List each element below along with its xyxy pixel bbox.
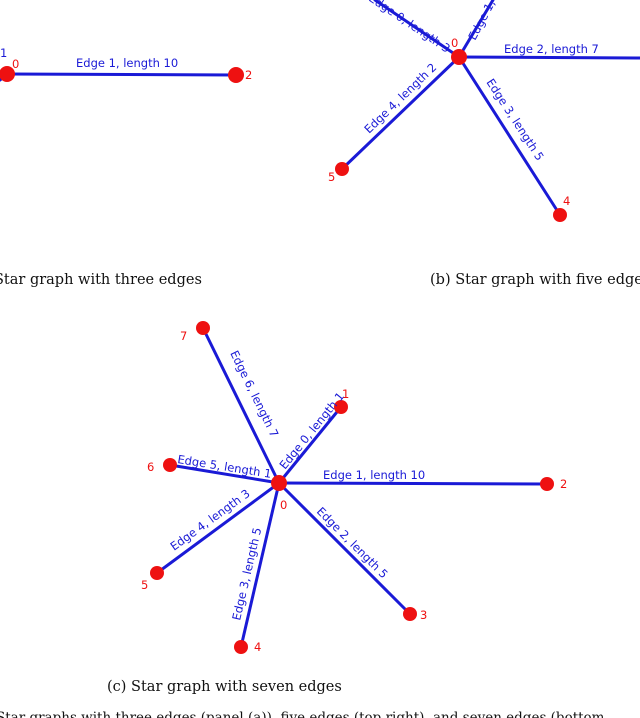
panel-c-edge-4-label: Edge 4, length 3 — [168, 486, 253, 553]
panel-b-edge-0 — [373, 0, 461, 59]
panel-c-edge-2 — [277, 481, 412, 616]
panel-b-edge-0-label: Edge 0, length 3 — [366, 0, 452, 56]
footer-text: Star graphs with three edges (panel (a))… — [0, 710, 605, 718]
panel-c-node-4-label: 4 — [254, 640, 261, 654]
panel-c-node-1-label: 1 — [342, 387, 349, 401]
panel-b-center-label: 0 — [451, 36, 458, 50]
panel-c-node-4 — [234, 640, 248, 654]
panel-c-edge-5 — [168, 463, 281, 485]
panel-c-node-6 — [163, 458, 177, 472]
panel-c-node-2-label: 2 — [560, 477, 567, 491]
panel-c-node-5 — [150, 566, 164, 580]
panel-b-edge-2-label: Edge 2, length 7 — [504, 42, 599, 56]
panel-c-edge-5-label: Edge 5, length 1 — [177, 452, 273, 481]
panel-c-node-3 — [403, 607, 417, 621]
panel-c-edge-0-label: Edge 0, length 1 — [276, 389, 347, 472]
panel-b-edge-3-label: Edge 3, length 5 — [483, 76, 546, 163]
panel-b-center-node — [451, 49, 467, 65]
panel-b-node-5 — [335, 162, 349, 176]
panel-b-caption: (b) Star graph with five edges — [430, 272, 640, 288]
panel-c-edge-3 — [239, 481, 281, 649]
panel-c-caption: (c) Star graph with seven edges — [107, 679, 342, 695]
panel-a-node-2 — [228, 67, 244, 83]
panel-c-edge-1 — [277, 481, 549, 486]
panel-b-edge-4-label: Edge 4, length 2 — [361, 60, 439, 136]
panel-c-edge-6 — [201, 326, 281, 485]
panel-a-center-label: 0 — [12, 57, 19, 71]
panel-c-node-1 — [334, 400, 348, 414]
panel-c-node-7 — [196, 321, 210, 335]
panel-c-node-7-label: 7 — [180, 329, 187, 343]
panel-a-edge-1-label: Edge 1, length 10 — [76, 56, 178, 70]
panel-b-edge-1 — [457, 0, 495, 59]
panel-b-edge-2 — [457, 55, 640, 60]
panel-a-caption: Star graph with three edges — [0, 272, 202, 288]
panel-b-edge-3 — [457, 55, 562, 217]
panel-b-node-5-label: 5 — [328, 170, 335, 184]
panel-a: 1 0 Edge 1, length 10 2 Star graph with … — [0, 46, 252, 288]
panel-c-edge-4 — [155, 481, 281, 575]
panel-c-center-node — [271, 475, 287, 491]
panel-c-node-6-label: 6 — [147, 460, 154, 474]
panel-a-node-2-label: 2 — [245, 68, 252, 82]
panel-b: Edge 0, length 3 Edge 1, l 0 Edge 2, len… — [328, 0, 640, 288]
panel-b-node-4-label: 4 — [563, 194, 570, 208]
panel-c-node-3-label: 3 — [420, 608, 427, 622]
panel-c-edge-0 — [277, 405, 343, 485]
panel-a-cut-edge-text: 1 — [0, 46, 7, 60]
panel-a-center-node — [0, 66, 15, 82]
panel-b-edge-1-label: Edge 1, l — [465, 0, 501, 42]
panel-a-edge-1 — [5, 72, 238, 77]
panel-c-edge-2-label: Edge 2, length 5 — [314, 504, 391, 581]
panel-c-node-2 — [540, 477, 554, 491]
panel-b-edge-4 — [340, 55, 461, 171]
panel-c-edge-1-label: Edge 1, length 10 — [323, 468, 425, 482]
panel-c: Edge 0, length 1 Edge 1, length 10 Edge … — [107, 321, 567, 695]
panel-c-center-label: 0 — [280, 498, 287, 512]
panel-c-node-5-label: 5 — [141, 578, 148, 592]
panel-b-node-4 — [553, 208, 567, 222]
